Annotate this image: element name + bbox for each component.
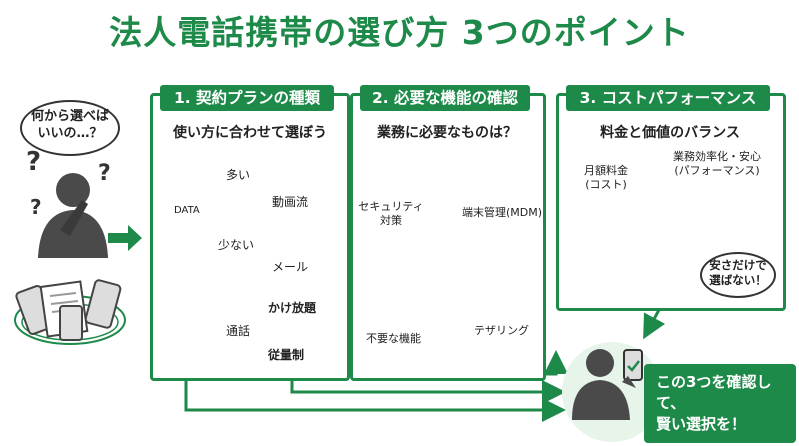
label-tethering: テザリング — [474, 324, 529, 337]
label-unlimited: かけ放題 — [268, 301, 317, 315]
label-less: 少ない — [218, 238, 255, 252]
label-monthly-line-1: 月額料金 — [584, 164, 628, 177]
question-line-1: 何から選べば — [30, 109, 109, 124]
label-efficiency-line-1: 業務効率化・安心 — [673, 150, 761, 163]
label-video: 動画流 — [272, 195, 309, 209]
cta-line-1: この3つを確認して、 — [656, 373, 772, 412]
label-unneeded: 不要な機能 — [366, 332, 421, 345]
confident-person-illustration — [562, 342, 662, 442]
panel2-title: 2. 必要な機能の確認 — [360, 85, 530, 111]
label-call: 通話 — [226, 324, 251, 338]
label-metered: 従量制 — [268, 348, 305, 362]
phones-and-documents-illustration — [14, 279, 126, 345]
label-mail: メール — [272, 260, 309, 274]
label-security-line-1: セキュリティ — [358, 200, 424, 213]
confused-person-illustration: ? ? ? — [26, 147, 111, 258]
question-line-2: いいの…？ — [37, 126, 103, 141]
label-efficiency: 業務効率化・安心 (パフォーマンス) — [660, 150, 774, 178]
panel1-title: 1. 契約プランの種類 — [160, 85, 334, 111]
question-bubble: 何から選べば いいの…？ — [20, 100, 120, 156]
label-efficiency-line-2: (パフォーマンス) — [674, 164, 760, 177]
question-mark-icon: ? — [30, 195, 42, 219]
connector-arrow — [643, 307, 666, 340]
data-label: DATA — [174, 205, 200, 216]
not-cheap-line-2: 選ばない！ — [709, 273, 767, 287]
panel3-subtitle: 料金と価値のバランス — [600, 125, 740, 141]
arrow-to-panel1 — [108, 225, 142, 251]
panel-contract-plan — [150, 93, 350, 381]
label-monthly-line-2: (コスト) — [585, 178, 627, 191]
page-title: 法人電話携帯の選び方 3つのポイント — [109, 13, 690, 52]
cta-box: この3つを確認して、 賢い選択を！ — [644, 364, 796, 443]
panel-cost-performance — [556, 93, 786, 311]
question-mark-icon: ? — [98, 161, 111, 186]
panel1-subtitle: 使い方に合わせて選ぼう — [173, 125, 327, 141]
panel2-subtitle: 業務に必要なものは？ — [377, 125, 517, 141]
question-mark-icon: ? — [26, 147, 41, 177]
panel3-title: 3. コストパフォーマンス — [566, 85, 770, 111]
label-security-line-2: 対策 — [380, 214, 402, 227]
label-monthly-cost: 月額料金 (コスト) — [572, 164, 640, 192]
label-mdm: 端末管理(MDM) — [462, 206, 543, 219]
not-cheap-bubble: 安さだけで 選ばない！ — [700, 252, 776, 298]
label-more: 多い — [226, 168, 251, 182]
not-cheap-line-1: 安さだけで — [709, 258, 767, 272]
label-security: セキュリティ 対策 — [356, 200, 426, 228]
cta-line-2: 賢い選択を！ — [656, 415, 747, 433]
